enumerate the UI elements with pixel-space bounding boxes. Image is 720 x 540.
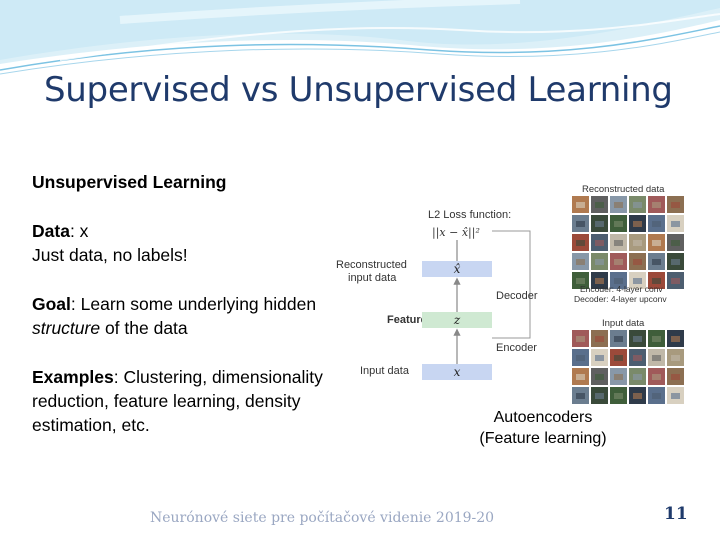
thumbnail-detail [633, 259, 642, 265]
loss-label: L2 Loss function: [428, 209, 511, 221]
figure-caption: Autoencoders (Feature learning) [458, 407, 628, 449]
reconstructed-input-label-2: input data [348, 272, 397, 284]
thumbnail-detail [576, 393, 585, 399]
x-symbol: x [454, 365, 461, 379]
goal-emphasis: structure [32, 318, 101, 338]
loss-connector [492, 230, 531, 339]
encoder-label: Encoder [496, 342, 537, 354]
thumbnail-detail [671, 336, 680, 342]
thumbnail-detail [576, 202, 585, 208]
goal-label: Goal [32, 294, 71, 314]
reconstructed-input-box [422, 261, 492, 277]
features-box [422, 312, 492, 328]
thumbnail-detail [633, 336, 642, 342]
thumbnail-detail [671, 278, 680, 284]
thumbnail-detail [595, 278, 604, 284]
thumbnail-detail [652, 259, 661, 265]
thumbnail-detail [614, 259, 623, 265]
loss-formula: ||x − x̂||² [432, 226, 480, 240]
data-label: Data [32, 221, 70, 241]
thumbnail-detail [576, 355, 585, 361]
caption-line-2: (Feature learning) [479, 430, 607, 447]
thumbnail-detail [595, 374, 604, 380]
thumbnail-detail [614, 278, 623, 284]
thumbnail-detail [652, 221, 661, 227]
goal-text-2: of the data [100, 318, 188, 338]
thumbnail-detail [671, 221, 680, 227]
data-paragraph: Data: x Just data, no labels! [32, 219, 332, 267]
decoder-label: Decoder [496, 290, 538, 302]
data-value: : x [69, 221, 89, 241]
thumbnail-detail [576, 374, 585, 380]
z-symbol: z [453, 313, 461, 327]
features-label: Features [387, 314, 433, 326]
data-note: Just data, no labels! [32, 245, 188, 265]
encoder-note: Encoder: 4-layer conv [580, 284, 663, 294]
thumbnail-detail [671, 202, 680, 208]
thumbnail-detail [633, 393, 642, 399]
reconstructed-data-label: Reconstructed data [582, 184, 665, 195]
header-wave-decoration [0, 0, 720, 75]
examples-paragraph: Examples: Clustering, dimensionality red… [32, 365, 332, 437]
thumbnail-detail [671, 240, 680, 246]
thumbnail-detail [614, 336, 623, 342]
thumbnail-detail [614, 355, 623, 361]
thumbnail-detail [652, 202, 661, 208]
examples-text: : Clustering, dimensionality reduction, … [32, 367, 323, 435]
thumbnail-detail [633, 240, 642, 246]
thumbnail-detail [671, 374, 680, 380]
thumbnail-detail [576, 278, 585, 284]
goal-text-1: : Learn some underlying hidden [70, 294, 317, 314]
thumbnail-detail [595, 240, 604, 246]
reconstructed-input-label-1: Reconstructed [336, 259, 407, 271]
autoencoder-figure: L2 Loss function: ||x − x̂||² Reconstruc… [336, 184, 684, 404]
thumbnail-detail [595, 355, 604, 361]
decoder-note: Decoder: 4-layer upconv [574, 294, 667, 304]
examples-label: Examples [32, 367, 114, 387]
thumbnail-detail [576, 221, 585, 227]
thumbnail-detail [595, 259, 604, 265]
thumbnail-detail [671, 259, 680, 265]
thumbnail-detail [671, 355, 680, 361]
thumbnail-detail [633, 355, 642, 361]
thumbnail-detail [595, 393, 604, 399]
input-images-grid [572, 330, 684, 404]
thumbnail-detail [652, 374, 661, 380]
section-heading: Unsupervised Learning [32, 170, 332, 194]
footer-text: Neurónové siete pre počítačové videnie 2… [150, 510, 495, 526]
page-number: 11 [664, 504, 688, 524]
thumbnail-detail [652, 240, 661, 246]
thumbnail-detail [633, 278, 642, 284]
thumbnail-detail [633, 221, 642, 227]
thumbnail-detail [652, 336, 661, 342]
thumbnail-detail [671, 393, 680, 399]
thumbnail-detail [652, 393, 661, 399]
input-data-label: Input data [360, 365, 410, 377]
thumbnail-detail [633, 202, 642, 208]
thumbnail-detail [595, 221, 604, 227]
thumbnail-detail [614, 393, 623, 399]
goal-paragraph: Goal: Learn some underlying hidden struc… [32, 292, 332, 340]
thumbnail-detail [595, 336, 604, 342]
thumbnail-detail [652, 278, 661, 284]
thumbnail-detail [633, 374, 642, 380]
thumbnail-detail [576, 259, 585, 265]
thumbnail-detail [595, 202, 604, 208]
x-hat-symbol: x̂ [454, 262, 461, 276]
input-data-grid-label: Input data [602, 318, 645, 329]
caption-line-1: Autoencoders [493, 409, 593, 426]
thumbnail-detail [614, 374, 623, 380]
thumbnail-detail [614, 221, 623, 227]
reconstructed-images-grid [572, 196, 684, 289]
heading-text: Unsupervised Learning [32, 172, 227, 192]
thumbnail-detail [576, 336, 585, 342]
thumbnail-detail [652, 355, 661, 361]
slide-title: Supervised vs Unsupervised Learning [44, 70, 673, 110]
thumbnail-detail [614, 202, 623, 208]
thumbnail-detail [614, 240, 623, 246]
input-box [422, 364, 492, 380]
thumbnail-detail [576, 240, 585, 246]
